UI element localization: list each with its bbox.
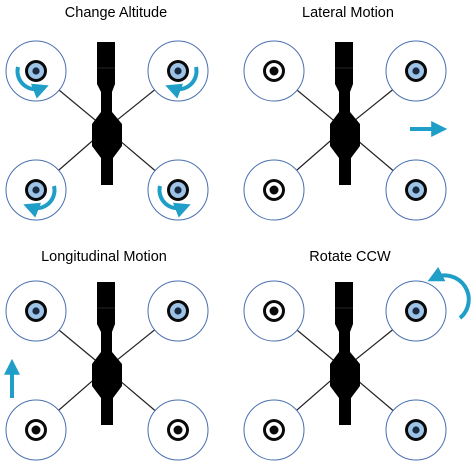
panel-rotate-ccw: Rotate CCW	[243, 249, 471, 461]
motor-hub	[412, 307, 420, 315]
motor-hub	[174, 307, 182, 315]
rotor-front-right	[385, 280, 447, 342]
panel-title: Lateral Motion	[302, 5, 394, 21]
rotor-rear-right	[147, 399, 209, 461]
fuselage	[92, 42, 122, 185]
rotor-rear-right	[385, 399, 447, 461]
motor-hub	[269, 306, 279, 316]
quadcopter	[243, 266, 471, 461]
panel-title: Rotate CCW	[309, 249, 391, 265]
motor-hub	[412, 186, 420, 194]
rotor-front-right	[385, 40, 447, 102]
motor-hub	[269, 185, 279, 195]
quadcopter	[4, 280, 209, 461]
panel-change-altitude: Change Altitude	[5, 5, 209, 221]
fuselage	[92, 282, 122, 425]
rotor-front-left	[243, 280, 305, 342]
rotate-ccw-arrow-icon	[427, 266, 471, 320]
fuselage	[330, 42, 360, 185]
panel-lateral-motion: Lateral Motion	[243, 5, 448, 221]
motor-hub	[412, 67, 420, 75]
rotor-rear-left	[243, 399, 305, 461]
rotor-front-left	[5, 280, 67, 342]
rotor-front-right	[147, 280, 209, 342]
motor-hub	[32, 186, 40, 194]
rotor-rear-right	[385, 159, 447, 221]
rotor-rear-left	[5, 159, 67, 221]
fuselage	[330, 282, 360, 425]
rotor-rear-left	[243, 159, 305, 221]
rotor-front-left	[243, 40, 305, 102]
rotation-arrow-icon	[157, 185, 191, 218]
motor-hub	[32, 67, 40, 75]
panel-longitudinal-motion: Longitudinal Motion	[4, 249, 209, 461]
motor-hub	[174, 186, 182, 194]
rotation-arrow-icon	[165, 66, 199, 99]
rotor-front-left	[5, 40, 67, 102]
rotation-arrow-icon	[23, 185, 57, 218]
rotor-rear-right	[147, 159, 209, 221]
motor-hub	[412, 426, 420, 434]
motor-hub	[174, 67, 182, 75]
panel-title: Longitudinal Motion	[41, 249, 167, 265]
panel-title: Change Altitude	[65, 5, 167, 21]
rotation-arrow-icon	[15, 66, 49, 99]
rotor-front-right	[147, 40, 209, 102]
motor-hub	[31, 425, 41, 435]
motor-hub	[269, 425, 279, 435]
motor-hub	[173, 425, 183, 435]
quadcopter	[5, 40, 209, 221]
motor-hub	[269, 66, 279, 76]
motor-hub	[32, 307, 40, 315]
rotor-rear-left	[5, 399, 67, 461]
quadcopter	[243, 40, 448, 221]
